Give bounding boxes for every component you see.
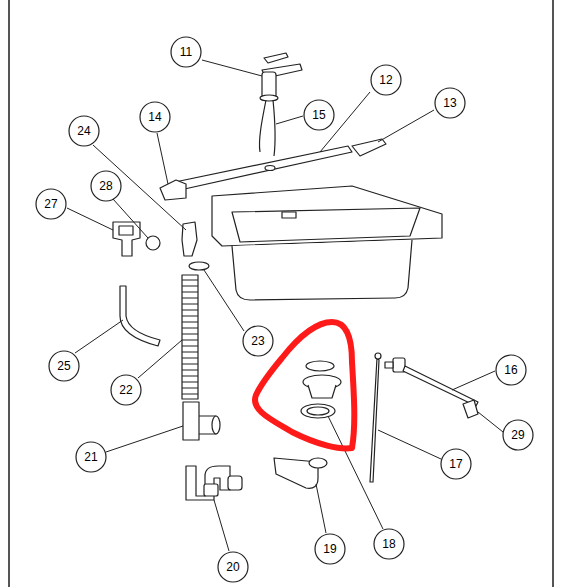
hose-rib: [182, 370, 198, 371]
callout-circle: 22: [110, 374, 142, 406]
callout-number: 13: [443, 96, 456, 110]
leader-lines: [67, 60, 503, 551]
callout-circle: 23: [242, 325, 274, 357]
callout-circle: 29: [502, 419, 534, 451]
callout-circle: 11: [170, 36, 202, 68]
callout-number: 23: [251, 334, 264, 348]
hose-rib: [182, 394, 198, 395]
hose-rib: [182, 334, 198, 335]
callout-number: 11: [180, 45, 192, 59]
seal-ring: [189, 262, 209, 270]
callout-circle: 16: [495, 354, 527, 386]
angle-valve: [385, 358, 478, 406]
callout-number: 16: [504, 363, 517, 377]
callout-number: 22: [119, 383, 132, 397]
callout-circle: 27: [35, 188, 67, 220]
hose-rib: [182, 328, 198, 329]
bottle-trap: [186, 466, 230, 500]
callout-circle: 20: [217, 551, 249, 583]
hose-rib: [182, 382, 198, 383]
callout-circle: 15: [303, 99, 335, 131]
callout-circle: 14: [139, 101, 171, 133]
corrugated-hose: [182, 275, 198, 399]
callout-circle: 21: [75, 441, 107, 473]
faucet: [260, 53, 302, 101]
callout-circle: 28: [90, 170, 122, 202]
hose-rib: [182, 376, 198, 377]
strainer-set: [301, 361, 341, 418]
hose-rib: [182, 304, 198, 305]
hose-rib: [182, 340, 198, 341]
hose-rib: [182, 298, 198, 299]
tee-piece: [183, 402, 216, 440]
frame-line: [8, 0, 10, 587]
sink-cover: [175, 146, 352, 190]
hose-rib: [182, 364, 198, 365]
callout-number: 19: [323, 542, 336, 556]
callout-number: 27: [44, 197, 57, 211]
callout-number: 14: [148, 110, 161, 124]
callout-circle: 19: [314, 533, 346, 565]
hose-rib: [182, 292, 198, 293]
hose-rib: [182, 346, 198, 347]
hose-rib: [182, 316, 198, 317]
callout-number: 28: [99, 179, 112, 193]
frame-line: [552, 0, 554, 587]
callout-number: 18: [382, 537, 395, 551]
faucet-hose: [259, 100, 275, 156]
callout-number: 15: [312, 108, 325, 122]
tap-hole: [265, 166, 275, 171]
hose-rib: [182, 388, 198, 389]
cover-handle: [352, 139, 386, 156]
waste-elbow: [182, 222, 197, 256]
end-cap: [160, 180, 186, 200]
sink-basin: [212, 186, 442, 300]
hose-rib: [182, 286, 198, 287]
hose-rib: [182, 322, 198, 323]
callout-circle: 17: [440, 448, 472, 480]
callout-circle: 12: [370, 64, 402, 96]
overflow-head: [113, 222, 140, 256]
hose-rib: [182, 310, 198, 311]
valve-knob: [463, 400, 478, 418]
callout-number: 25: [57, 359, 70, 373]
callout-number: 12: [379, 73, 392, 87]
callout-circle: 13: [434, 87, 466, 119]
callout-circle: 18: [373, 528, 405, 560]
callout-number: 20: [226, 560, 239, 574]
callout-number: 17: [449, 457, 462, 471]
callout-circle: 25: [48, 350, 80, 382]
overflow-pipe: [120, 286, 160, 346]
callout-number: 24: [77, 124, 90, 138]
hose-rib: [182, 352, 198, 353]
hose-rib: [182, 358, 198, 359]
callout-number: 29: [511, 428, 524, 442]
callout-number: 21: [84, 450, 97, 464]
flex-hose: [370, 358, 379, 482]
callout-circle: 24: [68, 115, 100, 147]
hose-rib: [182, 280, 198, 281]
o-ring: [146, 236, 160, 250]
